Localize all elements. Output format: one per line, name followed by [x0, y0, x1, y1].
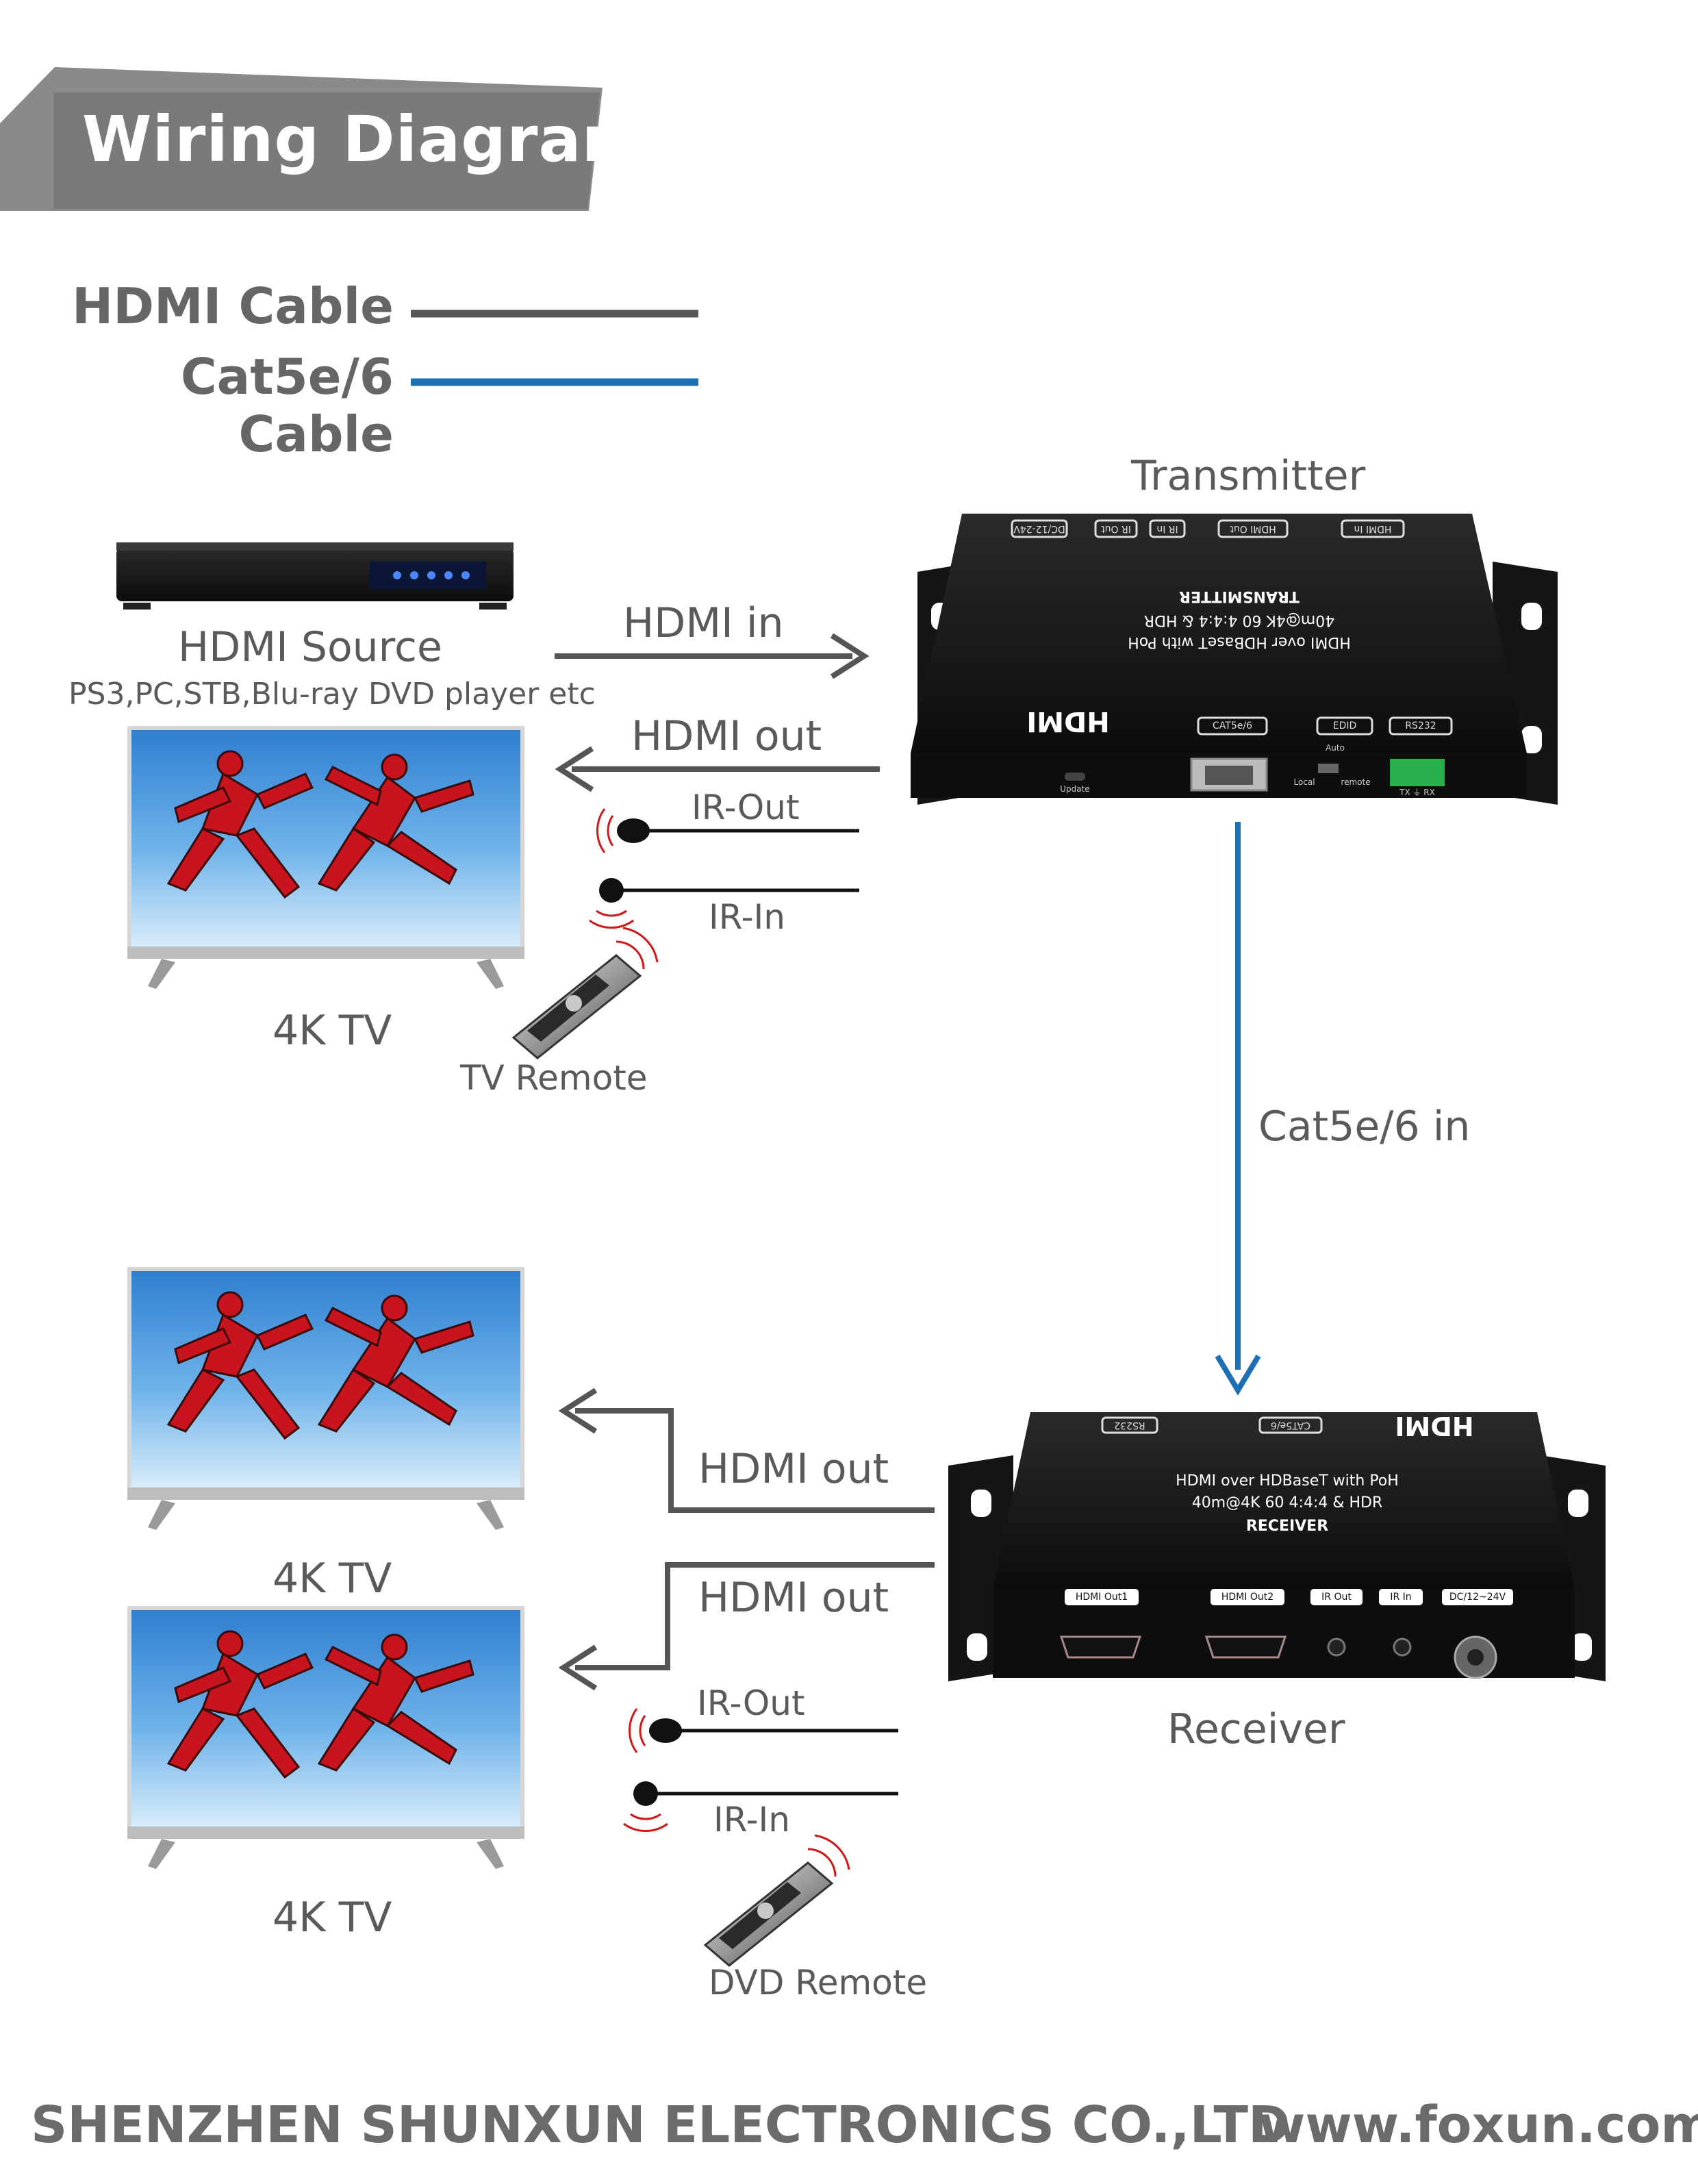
hdmi-source-sublabel: PS3,PC,STB,Blu-ray DVD player etc — [68, 677, 596, 712]
tv-label-top: 4K TV — [273, 1007, 392, 1055]
tx-port-hdmi-out: HDMI Out — [1230, 523, 1276, 534]
ir-out-rx-label: IR-Out — [697, 1683, 805, 1723]
ir-in-rx-label: IR-In — [713, 1800, 790, 1840]
rx-front-line3: RECEIVER — [1245, 1518, 1329, 1535]
hdmi-out-rx2-line — [575, 1562, 935, 1670]
tx-update-label: Update — [1060, 784, 1090, 794]
hdmi-source-label: HDMI Source — [178, 623, 442, 671]
ir-out-tx-emitter — [596, 807, 651, 854]
hdmi-out-rx1-line — [575, 1408, 935, 1513]
tx-port-dc: DC/12-24V — [1013, 523, 1065, 534]
rx-port-dc: DC/12~24V — [1449, 1592, 1506, 1603]
tv-middle — [126, 1266, 526, 1531]
tv-remote-label: TV Remote — [460, 1058, 648, 1098]
rx-hdmi-logo: HDMI — [1395, 1411, 1474, 1441]
hdmi-out-rx2-label: HDMI out — [698, 1574, 889, 1622]
hdmi-source-device — [116, 542, 514, 610]
footer-website: www.foxun.com — [1258, 2096, 1698, 2155]
tx-front-line3: TRANSMITTER — [1179, 588, 1300, 605]
title-banner-front — [53, 92, 600, 209]
hdmi-in-arrowhead — [830, 633, 870, 679]
tx-port-ir-out: IR Out — [1101, 523, 1131, 534]
tv-label-bottom: 4K TV — [273, 1894, 392, 1942]
transmitter-device — [911, 514, 1558, 805]
page-title: Wiring Diagram — [82, 103, 648, 176]
tx-switch-local: Local — [1293, 777, 1315, 787]
rx-front-line2: 40m@4K 60 4:4:4 & HDR — [1191, 1494, 1383, 1511]
rx-port-ir-out: IR Out — [1321, 1592, 1352, 1603]
rx-port-hdmi-out2: HDMI Out2 — [1221, 1592, 1274, 1603]
tx-switch-auto: Auto — [1326, 743, 1345, 753]
ir-in-tx-label: IR-In — [709, 897, 785, 937]
tx-port-cat: CAT5e/6 — [1213, 720, 1252, 731]
tx-terminal-label: TX ⏚ RX — [1399, 788, 1435, 797]
hdmi-out-rx1-arrowhead — [558, 1388, 598, 1434]
cat-in-label: Cat5e/6 in — [1258, 1103, 1471, 1151]
rx-port-ir-in: IR In — [1390, 1592, 1412, 1603]
dvd-remote-label: DVD Remote — [709, 1963, 928, 2003]
tx-switch-remote: remote — [1341, 777, 1371, 787]
legend-cat-label: Cat5e/6 Cable — [180, 348, 394, 463]
tx-port-hdmi-in: HDMI In — [1354, 523, 1392, 534]
receiver-label: Receiver — [1167, 1705, 1345, 1753]
tv-label-middle: 4K TV — [273, 1555, 392, 1603]
dvd-remote-device — [704, 1834, 850, 1967]
tx-port-ir-in: IR In — [1156, 523, 1178, 534]
transmitter-label: Transmitter — [1131, 452, 1366, 500]
footer-company: SHENZHEN SHUNXUN ELECTRONICS CO.,LTD — [31, 2096, 1291, 2155]
tx-front-line2: 40m@4K 60 4:4:4 & HDR — [1143, 612, 1335, 629]
hdmi-in-label: HDMI in — [623, 599, 784, 647]
hdmi-out-rx1-label: HDMI out — [698, 1445, 889, 1493]
ir-in-tx-receiver — [588, 877, 635, 929]
ir-in-rx-receiver — [622, 1780, 669, 1833]
rx-port-hdmi-out1: HDMI Out1 — [1075, 1592, 1128, 1603]
legend-hdmi-label: HDMI Cable — [71, 277, 394, 335]
tx-port-edid: EDID — [1332, 720, 1357, 731]
hdmi-out-rx2-arrowhead — [558, 1644, 598, 1691]
tv-remote-device — [512, 927, 659, 1059]
rx-port-rs232-top: RS232 — [1114, 1420, 1145, 1431]
cat-cable-arrowhead — [1215, 1354, 1261, 1396]
tv-top — [126, 725, 526, 990]
tx-port-rs232: RS232 — [1405, 720, 1436, 731]
ir-out-rx-emitter — [628, 1707, 683, 1754]
hdmi-out-tx-arrowhead — [555, 746, 594, 792]
receiver-device — [948, 1412, 1606, 1681]
tv-bottom — [126, 1605, 526, 1870]
ir-out-tx-label: IR-Out — [692, 788, 800, 827]
rx-port-cat-top: CAT5e/6 — [1271, 1420, 1310, 1431]
rx-front-line1: HDMI over HDBaseT with PoH — [1176, 1472, 1399, 1490]
hdmi-out-tx-label: HDMI out — [631, 712, 822, 760]
tx-hdmi-logo: HDMI — [1026, 705, 1110, 737]
tx-front-line1: HDMI over HDBaseT with PoH — [1128, 633, 1351, 651]
